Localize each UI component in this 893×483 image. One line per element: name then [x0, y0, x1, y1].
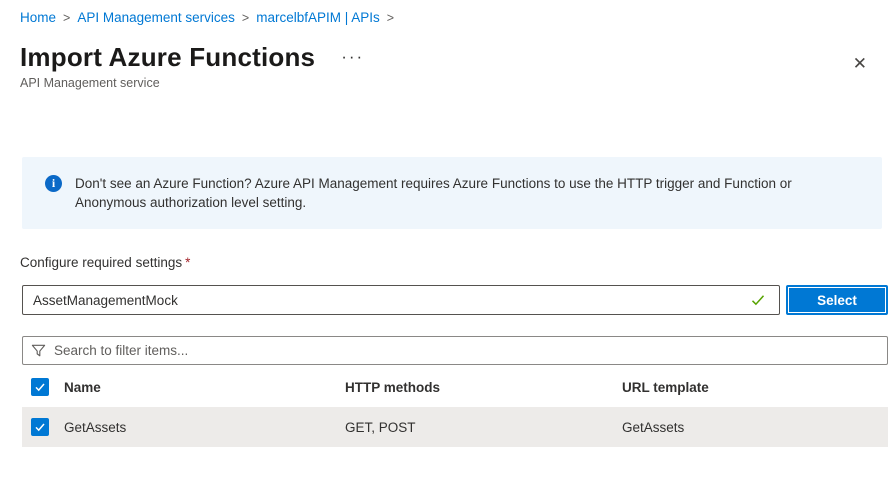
search-input[interactable] [54, 337, 879, 364]
page-subtitle: API Management service [20, 76, 160, 90]
valid-check-icon [751, 295, 765, 306]
breadcrumb-separator: > [241, 11, 250, 25]
more-actions-button[interactable]: ··· [341, 47, 365, 66]
column-header-url-template: URL template [622, 379, 709, 395]
cell-http-methods: GET, POST [345, 419, 416, 435]
page-title: Import Azure Functions [20, 42, 316, 72]
info-banner: i Don't see an Azure Function? Azure API… [22, 157, 882, 229]
checkmark-icon [35, 423, 45, 432]
breadcrumb-separator: > [386, 11, 395, 25]
title-row: Import Azure Functions ··· [20, 42, 893, 72]
checkmark-icon [35, 383, 45, 392]
configure-settings-label-text: Configure required settings [20, 255, 183, 270]
info-icon: i [45, 175, 62, 192]
required-marker: * [185, 255, 191, 270]
table-row[interactable]: GetAssets GET, POST GetAssets [22, 407, 888, 447]
select-button[interactable]: Select [786, 285, 888, 315]
table-header-row: Name HTTP methods URL template [22, 367, 888, 407]
header-checkbox-cell [22, 378, 64, 396]
breadcrumb: Home > API Management services > marcelbfAPI… [20, 9, 893, 27]
cell-name: GetAssets [64, 419, 127, 435]
configure-settings-label: Configure required settings* [20, 255, 893, 271]
column-header-http-methods: HTTP methods [345, 379, 441, 395]
search-filter-box [22, 336, 888, 365]
info-banner-text: Don't see an Azure Function? Azure API M… [75, 176, 792, 210]
row-checkbox-cell [22, 418, 64, 436]
cell-url-template: GetAssets [622, 419, 685, 435]
close-icon[interactable]: ✕ [852, 54, 867, 74]
settings-row: Select [22, 285, 893, 315]
functions-table: Name HTTP methods URL template GetAssets… [22, 367, 888, 447]
column-header-name: Name [64, 379, 101, 395]
breadcrumb-link-api-management-services[interactable]: API Management services [77, 10, 235, 25]
breadcrumb-link-home[interactable]: Home [20, 10, 57, 25]
select-all-checkbox[interactable] [31, 378, 49, 396]
function-app-input-wrap [22, 285, 780, 315]
breadcrumb-link-apim-apis[interactable]: marcelbfAPIM | APIs [256, 10, 380, 25]
function-app-input[interactable] [22, 285, 780, 315]
row-checkbox[interactable] [31, 418, 49, 436]
breadcrumb-separator: > [63, 11, 71, 25]
filter-icon [31, 344, 46, 357]
